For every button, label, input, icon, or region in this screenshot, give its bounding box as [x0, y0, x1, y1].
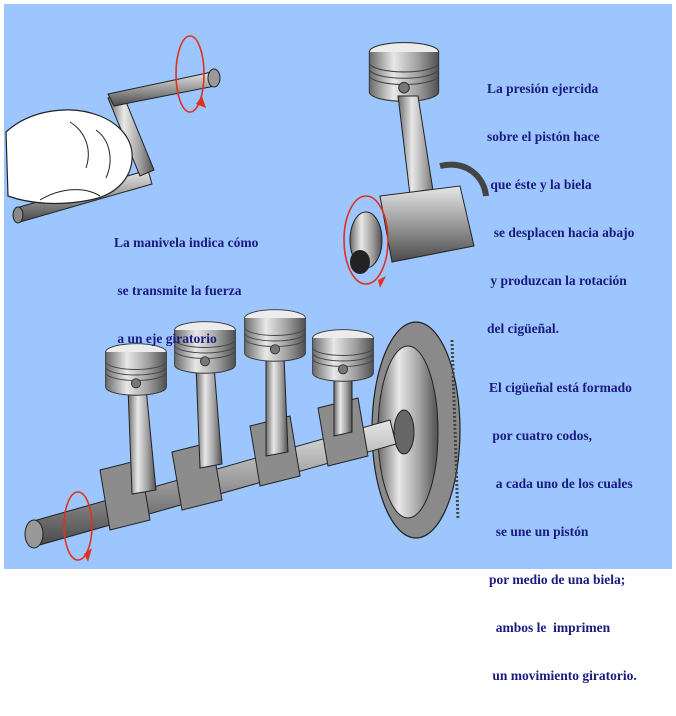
- crankshaft-caption: El cigüeñal está formado por cuatro codo…: [489, 348, 637, 716]
- rotation-arrow-icon: [343, 195, 389, 285]
- crankshaft-caption-line: El cigüeñal está formado: [489, 380, 632, 395]
- crank-caption-line: se transmite la fuerza: [114, 283, 242, 298]
- crank-handle-illustration: [5, 35, 221, 224]
- piston-caption-line: del cigüeñal.: [487, 321, 560, 336]
- piston-rod-illustration: [343, 42, 489, 288]
- crankshaft-caption-line: a cada uno de los cuales: [489, 476, 633, 491]
- piston-caption-line: sobre el pistón hace: [487, 129, 600, 144]
- rotation-arrow-icon: [63, 491, 93, 561]
- crankshaft-caption-line: por medio de una biela;: [489, 572, 626, 587]
- slide: La manivela indica cómo se transmite la …: [4, 4, 672, 683]
- crankshaft-caption-line: se une un pistón: [489, 524, 589, 539]
- crank-caption: La manivela indica cómo se transmite la …: [114, 203, 258, 379]
- piston-caption-line: se desplacen hacia abajo: [487, 225, 635, 240]
- rotation-arrow-icon: [175, 35, 205, 113]
- crank-caption-line: a un eje giratorio: [114, 331, 217, 346]
- piston-caption: La presión ejercida sobre el pistón hace…: [487, 49, 634, 369]
- piston-caption-line: y produzcan la rotación: [487, 273, 627, 288]
- piston-caption-line: La presión ejercida: [487, 81, 599, 96]
- crank-caption-line: La manivela indica cómo: [114, 235, 259, 250]
- illustrations: [5, 35, 489, 562]
- crankshaft-caption-line: un movimiento giratorio.: [489, 668, 637, 683]
- piston-caption-line: que éste y la biela: [487, 177, 592, 192]
- crankshaft-illustration: [24, 309, 461, 562]
- crankshaft-caption-line: por cuatro codos,: [489, 428, 593, 443]
- crankshaft-caption-line: ambos le imprimen: [489, 620, 611, 635]
